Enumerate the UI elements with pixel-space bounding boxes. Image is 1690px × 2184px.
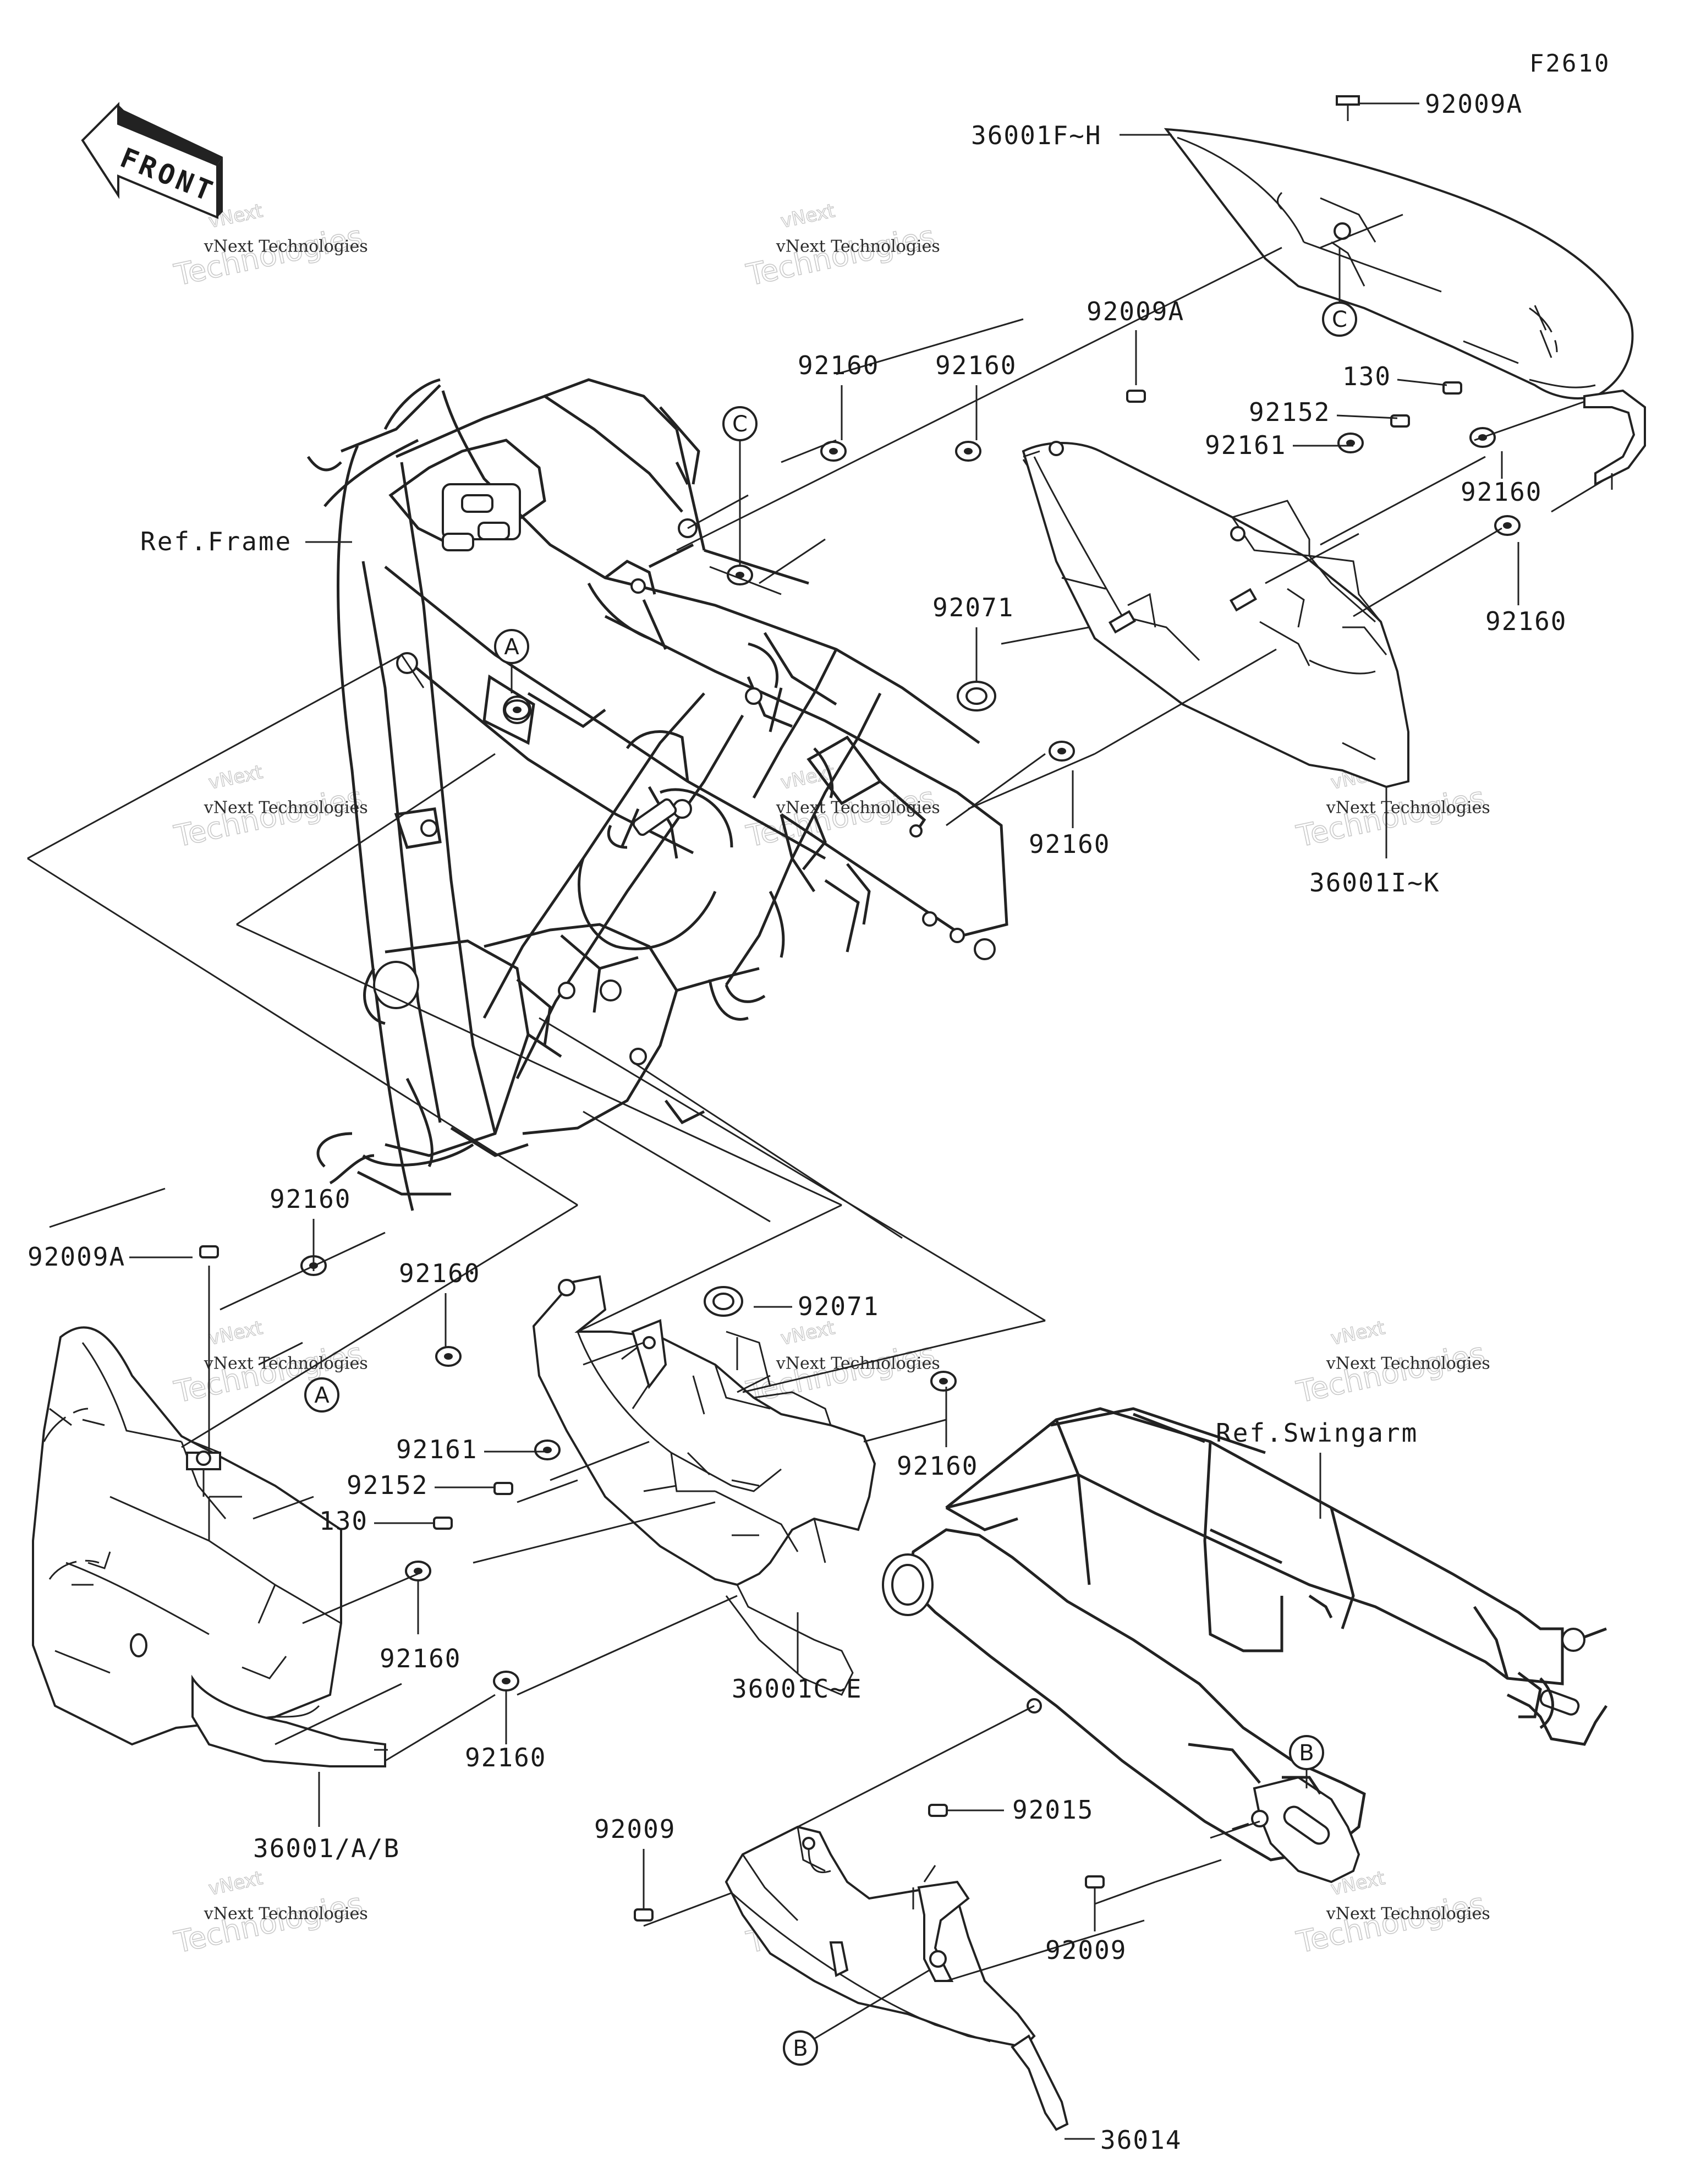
label-92160-8: 92160: [897, 1451, 978, 1481]
washer-hole-icon: [939, 1378, 948, 1384]
washer-hole-icon: [829, 448, 838, 455]
watermark-small-text: vNext Technologies: [776, 237, 940, 256]
callout-b-swingarm-letter: B: [1299, 1740, 1314, 1766]
watermark-brand: vNext: [1329, 1317, 1387, 1350]
label-36014: 36014: [1100, 2125, 1182, 2155]
130-bolt-icon: [433, 1517, 453, 1530]
washer-hole-icon: [1503, 522, 1512, 529]
chain-guard: [725, 1825, 1069, 2131]
callouts: C C A A B B: [304, 248, 1357, 2066]
side-cover-lower-center: [532, 1275, 876, 1696]
130-bolt-icon: [1442, 381, 1462, 395]
watermark-brand: vNext: [207, 1867, 265, 1900]
watermark-small-text: vNext Technologies: [204, 1904, 368, 1923]
callout-c-top: C: [1322, 248, 1357, 337]
label-92160-9: 92160: [380, 1644, 461, 1673]
part-labels: 92009A 36001F~H 92009A 92160 92160 130 9…: [28, 89, 1567, 2155]
92009A-bolt-icon: [1126, 390, 1146, 403]
washer-hole-icon: [513, 707, 522, 713]
callout-a-frame: A: [494, 629, 529, 693]
watermark-small-text: vNext Technologies: [1326, 1904, 1490, 1923]
label-36001CE: 36001C~E: [732, 1674, 863, 1704]
label-36001IK: 36001I~K: [1309, 868, 1440, 897]
front-arrow-icon: FRONT: [81, 102, 223, 219]
label-92160-6: 92160: [270, 1184, 351, 1214]
grommet-hole-icon: [712, 1293, 734, 1310]
label-92161-low: 92161: [396, 1435, 478, 1464]
washer-hole-icon: [964, 448, 973, 455]
watermark-small-text: vNext Technologies: [204, 798, 368, 817]
label-92160-3: 92160: [1461, 477, 1542, 507]
watermark-small-text: vNext Technologies: [1326, 1354, 1490, 1373]
label-92160-2: 92160: [935, 351, 1017, 380]
label-92160-5: 92160: [1029, 829, 1110, 859]
92152-nut-icon: [1390, 414, 1410, 428]
92009-bolt-icon: [1085, 1875, 1105, 1889]
washer-hole-icon: [1346, 440, 1355, 446]
washer-hole-icon: [444, 1353, 453, 1360]
92009-bolt-icon: [634, 1908, 654, 1922]
side-cover-mid-right: [1022, 441, 1409, 789]
label-130-low: 130: [319, 1506, 368, 1536]
washer-hole-icon: [736, 572, 744, 578]
washer-hole-icon: [414, 1568, 422, 1574]
washer-hole-icon: [502, 1678, 511, 1684]
callout-b-guard-letter: B: [793, 2036, 808, 2061]
watermark-brand: vNext: [207, 761, 265, 794]
label-92161-top: 92161: [1205, 430, 1286, 460]
label-92015: 92015: [1012, 1795, 1094, 1825]
label-92009A-mid: 92009A: [1087, 297, 1184, 326]
label-92009-right: 92009: [1045, 1935, 1127, 1965]
watermark-small-text: vNext Technologies: [1326, 798, 1490, 817]
callout-a-cover: A: [304, 1377, 339, 1413]
label-ref-swingarm: Ref.Swingarm: [1216, 1418, 1418, 1448]
label-92160-1: 92160: [798, 351, 879, 380]
callout-c-frame: C: [722, 406, 758, 567]
callout-b-swingarm: B: [1289, 1735, 1324, 1788]
label-92071-top: 92071: [932, 593, 1014, 622]
callout-c-top-letter: C: [1332, 307, 1347, 332]
watermark-brand: vNext: [779, 1317, 837, 1350]
watermark-brand: vNext: [207, 1317, 265, 1350]
label-92160-4: 92160: [1485, 606, 1567, 636]
watermark-small-text: vNext Technologies: [776, 1354, 940, 1373]
leader-lines: [27, 214, 1607, 1982]
diagram-code: F2610: [1529, 50, 1610, 78]
label-92009A-top: 92009A: [1425, 89, 1523, 119]
callout-a-frame-letter: A: [504, 634, 519, 660]
washer-hole-icon: [543, 1447, 552, 1453]
label-92152-top: 92152: [1249, 397, 1330, 427]
92152-nut-icon: [493, 1482, 513, 1495]
label-92160-7: 92160: [399, 1258, 480, 1288]
callout-a-cover-letter: A: [314, 1383, 330, 1408]
label-92071-low: 92071: [798, 1291, 879, 1321]
label-36001AB: 36001/A/B: [253, 1833, 400, 1863]
92015-clip-icon: [928, 1804, 948, 1817]
label-92009-left: 92009: [594, 1814, 676, 1844]
washer-hole-icon: [1057, 748, 1066, 754]
label-130-top: 130: [1342, 362, 1391, 391]
label-92009A-left: 92009A: [28, 1242, 125, 1272]
callout-c-frame-letter: C: [732, 412, 748, 437]
callout-b-guard: B: [783, 1969, 930, 2066]
watermark-small-text: vNext Technologies: [204, 1354, 368, 1373]
label-92152-low: 92152: [347, 1470, 428, 1500]
label-ref-frame: Ref.Frame: [140, 527, 292, 556]
side-cover-lower-left: [32, 1326, 388, 1767]
watermark-brand: vNext: [779, 200, 837, 233]
92009A-bolt-icon: [199, 1245, 219, 1258]
watermark-small-text: vNext Technologies: [776, 798, 940, 817]
swingarm-drawing: [882, 1407, 1608, 1884]
grommet-hole-icon: [965, 687, 987, 705]
label-36001FH: 36001F~H: [971, 121, 1102, 150]
watermark-small-text: vNext Technologies: [204, 237, 368, 256]
label-92160-10: 92160: [465, 1743, 546, 1772]
